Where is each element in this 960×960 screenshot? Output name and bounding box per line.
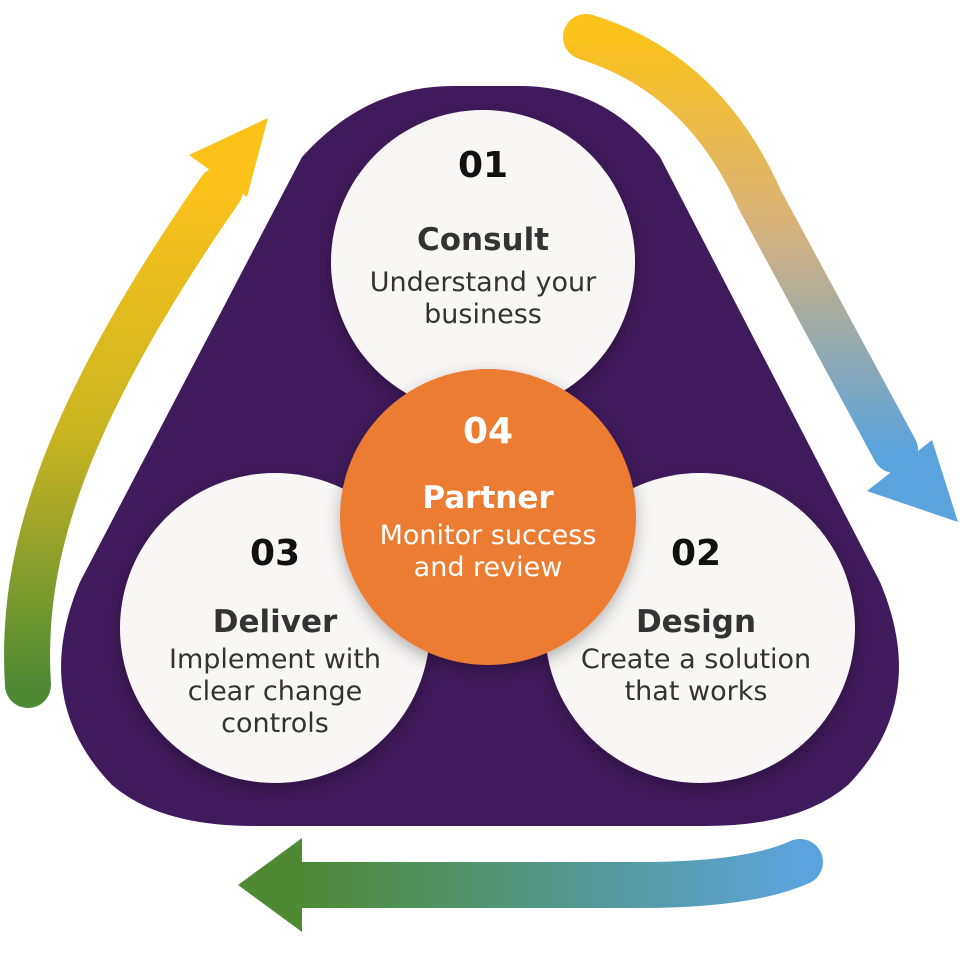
- circle-consult: [331, 110, 635, 414]
- arrow-left-shaft: [4, 167, 243, 708]
- circle-partner: [340, 369, 636, 665]
- step-design: 02 Design Create a solution that works: [546, 534, 846, 708]
- arrow-right-shaft: [563, 14, 918, 473]
- step-desc-line: clear change: [187, 676, 363, 707]
- step-desc-line: and review: [413, 552, 563, 583]
- step-title: Consult: [416, 222, 550, 258]
- step-title: Deliver: [212, 604, 338, 640]
- step-desc-line: business: [424, 299, 542, 330]
- arrow-bottom-head: [238, 838, 302, 932]
- step-number: 04: [462, 411, 514, 452]
- step-desc-line: Create a solution: [580, 644, 812, 675]
- step-desc-line: Understand your: [369, 267, 597, 298]
- step-partner: 04 Partner Monitor success and review: [338, 412, 638, 584]
- step-desc-line: Implement with: [169, 644, 381, 675]
- step-title: Design: [635, 604, 757, 640]
- step-title: Partner: [422, 480, 554, 516]
- arrow-left-head: [189, 118, 268, 197]
- step-desc-line: controls: [221, 708, 329, 739]
- step-deliver: 03 Deliver Implement with clear change c…: [125, 534, 425, 740]
- step-desc-line: Monitor success: [379, 520, 597, 551]
- arrow-bottom-shaft: [277, 839, 823, 908]
- step-number: 01: [457, 145, 509, 186]
- step-desc-line: that works: [624, 676, 768, 707]
- step-number: 03: [249, 533, 301, 574]
- arrow-right-head: [867, 440, 958, 522]
- step-number: 02: [670, 533, 722, 574]
- step-consult: 01 Consult Understand your business: [333, 146, 633, 331]
